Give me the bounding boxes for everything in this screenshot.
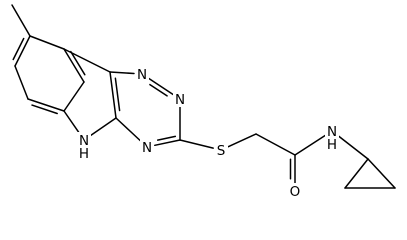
bond-c_b3-c_b4: [63, 81, 85, 112]
bond-c_b4-c_b5: [63, 48, 85, 83]
bond-c_b3-n_h: [63, 110, 81, 135]
bond-n_bot-c_f2: [115, 117, 142, 143]
bond-c_b2-c_b3: [27, 98, 65, 112]
bond-c_b2-c_b3-second-line: [31, 104, 58, 115]
bond-c_s-s: [179, 139, 214, 149]
bond-cp3-cp1: [367, 158, 396, 189]
bond-c_b1-c_b2: [14, 65, 29, 100]
bond-c_me-c_b1: [14, 35, 31, 67]
atom-label-n_amide-h: H: [327, 137, 337, 153]
bond-c_s-n_bot-second-line: [156, 135, 177, 141]
bond-n_top1-n_top2: [147, 77, 175, 96]
atom-n_h: NH: [77, 132, 91, 162]
atom-n_bot: N: [140, 139, 154, 156]
bond-n_top1-n_top2-second-line: [149, 83, 168, 97]
atom-label-n_amide: N: [327, 124, 337, 140]
atom-n_top2: N: [173, 91, 187, 108]
bond-c_f1-n_top1: [109, 71, 135, 75]
bond-c_f2-c_f1: [109, 71, 117, 119]
bond-c_s-n_bot: [154, 139, 181, 147]
bonds-layer: [11, 4, 396, 189]
atom-label-n_bot: N: [142, 140, 152, 156]
atom-s: S: [214, 142, 228, 159]
bond-n_amide-cp1: [337, 135, 369, 160]
bond-n_h-c_f2: [89, 117, 117, 137]
atom-label-n_h-h: H: [79, 146, 89, 162]
atom-o: O: [288, 183, 302, 200]
atom-label-o: O: [290, 184, 301, 200]
bond-c_me-c_b1-second-line: [12, 37, 25, 61]
bond-c_f2-c_f1-second-line: [114, 77, 121, 112]
atom-n_amide: NH: [325, 123, 339, 153]
atom-label-n_top2: N: [175, 92, 185, 108]
bond-cp1-cp2: [344, 158, 369, 189]
bond-c_co-n_amide: [294, 134, 327, 156]
atom-label-s: S: [217, 143, 226, 159]
bond-c_b5-c_f1: [63, 48, 111, 73]
bond-ch2-c_co: [255, 133, 296, 156]
bond-methyl-c_me: [11, 4, 31, 37]
bond-c_b5-c_me: [29, 35, 65, 50]
atom-n_top1: N: [135, 66, 149, 83]
bond-c_b4-c_b5-second-line: [70, 50, 86, 76]
atom-label-n_h: N: [79, 133, 89, 149]
atom-label-n_top1: N: [137, 67, 147, 83]
bond-s-ch2: [227, 133, 257, 148]
